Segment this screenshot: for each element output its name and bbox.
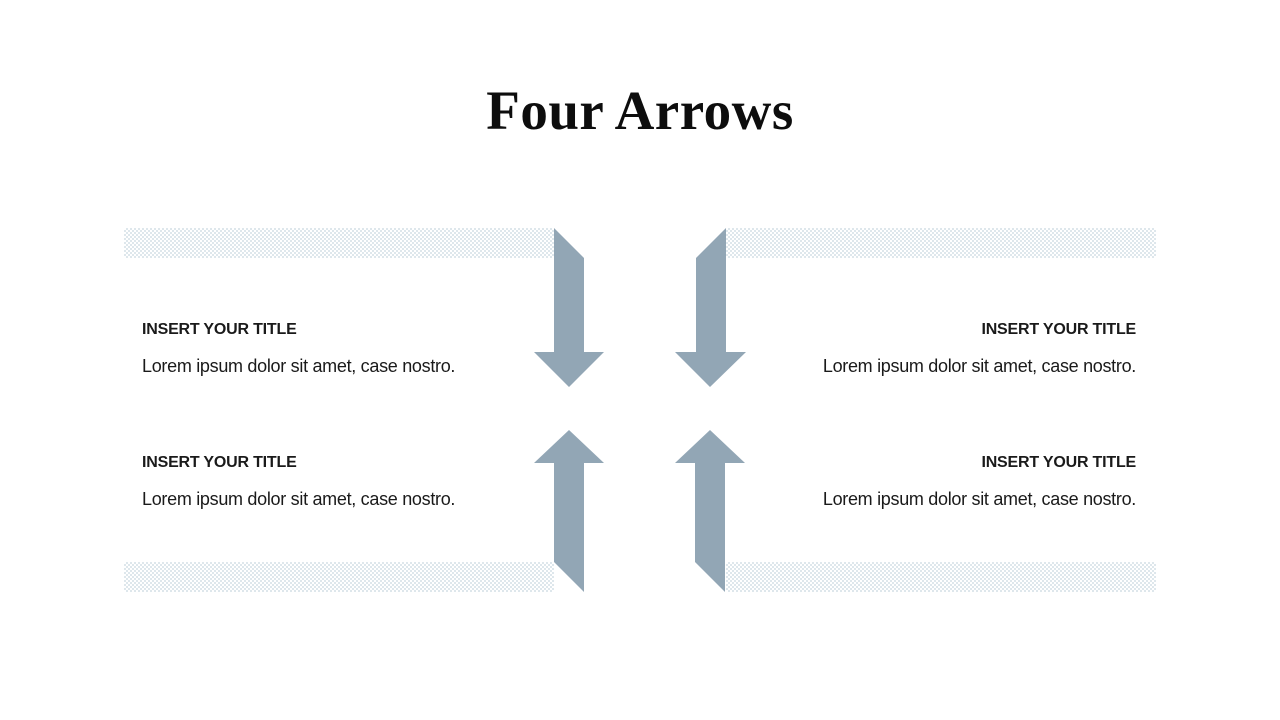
block-title: INSERT YOUR TITLE [981, 454, 1136, 471]
ribbon-bar-top-left [124, 228, 554, 258]
block-bottom-left: INSERT YOUR TITLE Lorem ipsum dolor sit … [142, 453, 542, 510]
block-title: INSERT YOUR TITLE [981, 321, 1136, 338]
slide-title: Four Arrows [486, 80, 794, 141]
block-body: Lorem ipsum dolor sit amet, case nostro. [822, 356, 1136, 376]
block-top-right: INSERT YOUR TITLE Lorem ipsum dolor sit … [736, 320, 1136, 377]
block-bottom-right: INSERT YOUR TITLE Lorem ipsum dolor sit … [736, 453, 1136, 510]
ribbon-bar-top-right [726, 228, 1156, 258]
ribbon-bar-bottom-left [124, 562, 554, 592]
block-title: INSERT YOUR TITLE [142, 454, 297, 471]
block-body: Lorem ipsum dolor sit amet, case nostro. [142, 356, 456, 376]
block-body: Lorem ipsum dolor sit amet, case nostro. [142, 489, 456, 509]
block-title: INSERT YOUR TITLE [142, 321, 297, 338]
block-body: Lorem ipsum dolor sit amet, case nostro. [822, 489, 1136, 509]
block-top-left: INSERT YOUR TITLE Lorem ipsum dolor sit … [142, 320, 542, 377]
ribbon-bar-bottom-right [726, 562, 1156, 592]
